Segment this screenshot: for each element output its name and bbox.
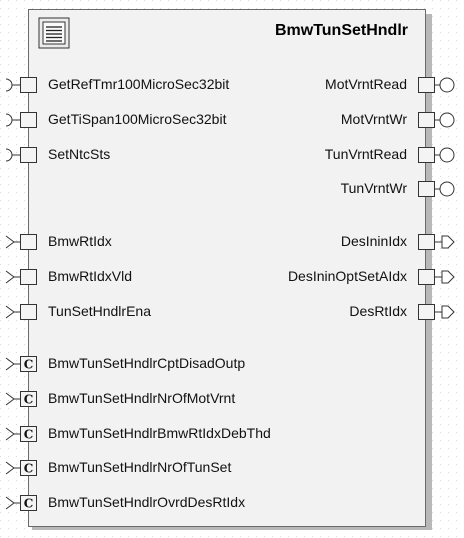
svg-text:C: C <box>24 393 34 407</box>
component-list-icon <box>38 17 70 49</box>
required-port-icon[interactable] <box>2 146 38 164</box>
calibration-port-icon[interactable]: C <box>2 355 38 373</box>
port-label: BmwTunSetHndlrOvrdDesRtIdx <box>48 494 246 510</box>
port-label: BmwRtIdx <box>48 233 112 249</box>
receiver-port-icon[interactable] <box>2 233 38 251</box>
port-label: TunVrntWr <box>340 180 407 196</box>
provided-port-icon[interactable] <box>416 76 460 94</box>
port-label: MotVrntWr <box>340 111 407 127</box>
port-label: BmwTunSetHndlrCptDisadOutp <box>48 355 246 371</box>
receiver-port-icon[interactable] <box>2 268 38 286</box>
provided-port-icon[interactable] <box>416 146 460 164</box>
sender-port-icon[interactable] <box>416 233 460 251</box>
svg-text:C: C <box>24 462 34 476</box>
calibration-port-icon[interactable]: C <box>2 390 38 408</box>
required-port-icon[interactable] <box>2 111 38 129</box>
port-label: BmwTunSetHndlrNrOfMotVrnt <box>48 390 236 406</box>
calibration-port-icon[interactable]: C <box>2 459 38 477</box>
port-label: DesIninOptSetAIdx <box>287 268 407 284</box>
port-label: TunSetHndlrEna <box>48 303 151 319</box>
required-port-icon[interactable] <box>2 76 38 94</box>
port-label: BmwTunSetHndlrNrOfTunSet <box>48 459 232 475</box>
port-label: BmwTunSetHndlrBmwRtIdxDebThd <box>48 425 271 441</box>
component-body[interactable] <box>28 9 426 527</box>
provided-port-icon[interactable] <box>416 180 460 198</box>
port-label: SetNtcSts <box>48 146 111 162</box>
svg-text:C: C <box>24 497 34 511</box>
port-label: GetRefTmr100MicroSec32bit <box>48 76 230 92</box>
receiver-port-icon[interactable] <box>2 303 38 321</box>
port-label: DesIninIdx <box>340 233 407 249</box>
svg-text:C: C <box>24 428 34 442</box>
calibration-port-icon[interactable]: C <box>2 425 38 443</box>
sender-port-icon[interactable] <box>416 268 460 286</box>
component-title: BmwTunSetHndlr <box>274 22 408 39</box>
calibration-port-icon[interactable]: C <box>2 494 38 512</box>
port-label: TunVrntRead <box>324 146 407 162</box>
port-label: DesRtIdx <box>349 303 407 319</box>
svg-text:C: C <box>24 358 34 372</box>
port-label: GetTiSpan100MicroSec32bit <box>48 111 227 127</box>
provided-port-icon[interactable] <box>416 111 460 129</box>
port-label: MotVrntRead <box>325 76 407 92</box>
sender-port-icon[interactable] <box>416 303 460 321</box>
port-label: BmwRtIdxVld <box>48 268 133 284</box>
